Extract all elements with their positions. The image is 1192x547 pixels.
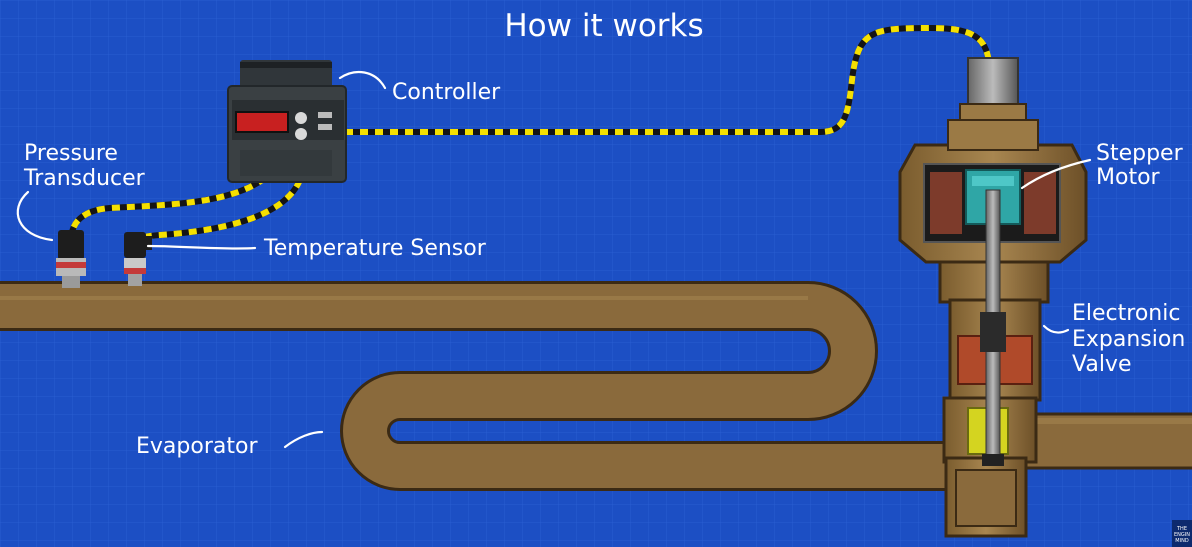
pressure-leader <box>16 190 54 242</box>
controller-display <box>235 111 289 133</box>
controller-unit <box>227 60 347 183</box>
svg-text:MIND: MIND <box>1175 538 1189 544</box>
controller-button <box>295 128 307 140</box>
expansion-valve <box>898 57 1088 538</box>
pressure-transducer <box>56 230 86 288</box>
svg-text:THE: THE <box>1176 526 1187 532</box>
stepper-leader <box>1020 158 1092 190</box>
temperature-sensor <box>124 232 152 286</box>
eev-label-line3: Valve <box>1072 352 1132 377</box>
pressure-label-line1: Pressure <box>24 141 118 166</box>
eev-label-line1: Electronic <box>1072 301 1180 326</box>
brand-logo: THE ENGIN MIND <box>1172 520 1192 547</box>
evaporator-pipe <box>0 281 1000 491</box>
page-title: How it works <box>504 8 703 44</box>
outlet-pipe <box>1018 412 1192 470</box>
pressure-label-line2: Transducer <box>23 166 146 191</box>
controller-label: Controller <box>392 80 501 105</box>
eev-leader <box>1042 324 1070 334</box>
stepper-label-line1: Stepper <box>1096 141 1184 166</box>
evaporator-leader <box>283 430 324 449</box>
evaporator-label: Evaporator <box>136 434 258 459</box>
svg-text:ENGIN: ENGIN <box>1174 532 1190 538</box>
controller-leader <box>338 70 387 90</box>
eev-label-line2: Expansion <box>1072 327 1185 352</box>
stepper-label-line2: Motor <box>1096 165 1161 190</box>
temperature-label: Temperature Sensor <box>263 236 487 261</box>
controller-button <box>295 112 307 124</box>
temperature-leader <box>146 244 257 250</box>
